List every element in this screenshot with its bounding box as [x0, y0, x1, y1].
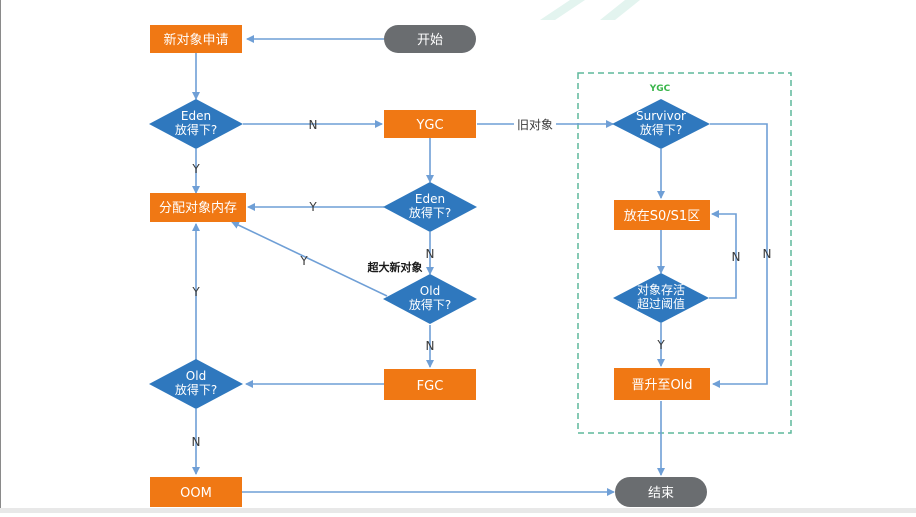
label-age-n: N [732, 250, 741, 264]
old-check-1-line1: Old [420, 284, 440, 298]
arrow-survivor-to-promote [710, 123, 768, 388]
old-object-label-bg [514, 116, 556, 132]
old-check-2-line1: Old [186, 369, 206, 383]
old-check-1-line2: 放得下? [409, 297, 451, 312]
oom-box: OOM [150, 477, 242, 507]
old-check-2-diamond: Old 放得下? [149, 359, 243, 409]
end-label: 结束 [648, 486, 674, 501]
new-object-request-box: 新对象申请 [150, 25, 242, 53]
allocate-memory-label: 分配对象内存 [159, 200, 237, 216]
age-threshold-line2: 超过阈值 [637, 296, 685, 311]
start-label: 开始 [417, 33, 443, 48]
arrow-old1-to-alloc [231, 221, 388, 297]
eden-check-2-line2: 放得下? [409, 205, 451, 220]
label-old1-n: N [426, 339, 435, 353]
survivor-check-line1: Survivor [636, 109, 686, 123]
eden-check-1-line2: 放得下? [175, 122, 217, 137]
end-terminal: 结束 [615, 477, 707, 507]
put-s0-s1-box: 放在S0/S1区 [614, 200, 710, 230]
start-terminal: 开始 [384, 25, 476, 53]
watermark-logo [540, 0, 640, 20]
put-s0-s1-label: 放在S0/S1区 [624, 209, 700, 224]
oom-label: OOM [180, 486, 212, 501]
allocate-memory-box: 分配对象内存 [150, 193, 246, 222]
survivor-check-line2: 放得下? [640, 122, 682, 137]
new-object-request-label: 新对象申请 [163, 32, 228, 48]
label-old2-y: Y [191, 285, 200, 299]
promote-to-old-box: 晋升至Old [614, 368, 710, 400]
fgc-label: FGC [417, 379, 444, 394]
label-eden1-y: Y [191, 162, 200, 176]
fgc-box: FGC [384, 369, 476, 400]
ygc-label: YGC [415, 118, 443, 133]
eden-check-2-diamond: Eden 放得下? [383, 182, 477, 232]
age-threshold-line1: 对象存活 [637, 283, 685, 297]
age-threshold-diamond: 对象存活 超过阈值 [613, 273, 709, 323]
label-eden2-y: Y [308, 200, 317, 214]
label-eden1-n: N [309, 118, 318, 132]
ygc-region-title: YGC [649, 84, 671, 94]
label-eden2-n: N [426, 247, 435, 261]
survivor-check-diamond: Survivor 放得下? [612, 99, 710, 149]
ygc-box: YGC [384, 110, 476, 138]
label-old1-y: Y [299, 254, 308, 268]
eden-check-1-diamond: Eden 放得下? [149, 99, 243, 149]
old-check-1-diamond: Old 放得下? [383, 274, 477, 324]
label-large-object: 超大新对象 [367, 260, 423, 274]
label-old-object: 旧对象 [517, 118, 553, 132]
arrow-age-to-s0s1 [709, 210, 737, 299]
eden-check-1-line1: Eden [181, 109, 211, 123]
label-age-y: Y [656, 338, 665, 352]
label-survivor-n: N [763, 247, 772, 261]
promote-to-old-label: 晋升至Old [631, 378, 692, 393]
eden-check-2-line1: Eden [415, 192, 445, 206]
ygc-region [577, 72, 792, 434]
old-check-2-line2: 放得下? [175, 382, 217, 397]
bottom-bar [0, 508, 916, 513]
label-old2-n: N [192, 435, 201, 449]
